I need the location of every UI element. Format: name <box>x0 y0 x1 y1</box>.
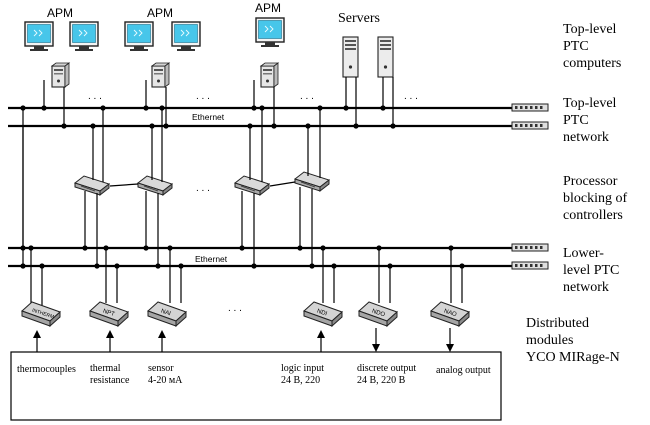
servers-label: Servers <box>338 11 380 26</box>
workstation-tower-icon <box>151 62 170 88</box>
ellipsis-top-4: . . . <box>404 91 418 102</box>
module-tag-ndo: NDO <box>371 309 386 319</box>
label-thermal-1: thermal <box>90 363 121 374</box>
module-tag-nao: NAO <box>443 309 458 319</box>
label-discrete-2: 24 В, 220 В <box>357 375 406 386</box>
label-thermal-2: resistance <box>90 375 130 386</box>
label-sensor-1: sensor <box>148 363 174 374</box>
apm-label-2: APM <box>147 6 173 20</box>
network-hub-icon <box>511 121 549 130</box>
lower-network-buses: Ethernet <box>8 243 549 270</box>
monitor-icon <box>24 21 54 52</box>
label-lower-network-1: Lower- <box>563 246 604 261</box>
top-network-buses: Ethernet <box>8 103 549 130</box>
module-drops <box>28 245 465 306</box>
label-top-network-3: network <box>563 130 609 145</box>
server-icon <box>342 36 359 78</box>
label-top-network-2: PTC <box>563 113 589 128</box>
top-drops <box>20 77 396 129</box>
network-hub-icon <box>511 261 549 270</box>
label-modules-1: Distributed <box>526 316 589 331</box>
label-processor-3: controllers <box>563 208 623 223</box>
module-nao: NAO <box>430 301 470 327</box>
workstation-tower-icon <box>51 62 70 88</box>
top-ethernet-label: Ethernet <box>192 112 225 122</box>
apm-group-3: APM <box>255 1 285 88</box>
network-hub-icon <box>511 243 549 252</box>
monitor-icon <box>171 21 201 52</box>
ellipsis-modules: . . . <box>228 303 242 314</box>
apm-label-1: APM <box>47 6 73 20</box>
controller-switch-icon <box>74 175 110 196</box>
label-top-computers-3: computers <box>563 56 621 71</box>
module-tag-npt: NPT <box>102 309 116 319</box>
field-labels: thermocouples thermal resistance sensor … <box>17 363 491 386</box>
field-signals-box <box>10 328 502 421</box>
module-nai: NAI <box>147 301 187 327</box>
module-tag-ndi: NDI <box>316 309 328 318</box>
apm-group-2: APM <box>124 6 201 88</box>
server-icon <box>377 36 394 78</box>
servers-group: Servers <box>338 11 394 78</box>
network-hub-icon <box>511 103 549 112</box>
label-top-computers-2: PTC <box>563 39 589 54</box>
monitor-icon <box>255 17 285 48</box>
label-lower-network-2: level PTC <box>563 263 619 278</box>
monitor-icon <box>69 21 99 52</box>
lower-ethernet-label: Ethernet <box>195 254 228 264</box>
ellipsis-mid: . . . <box>196 183 210 194</box>
controller-switches: . . . <box>74 105 330 269</box>
module-intherm: INTHERM <box>21 301 61 327</box>
apm-group-1: APM <box>24 6 99 88</box>
label-logic-1: logic input <box>281 363 324 374</box>
ellipsis-top-1: . . . <box>88 91 102 102</box>
ellipsis-top-3: . . . <box>300 91 314 102</box>
label-lower-network-3: network <box>563 280 609 295</box>
monitor-icon <box>124 21 154 52</box>
module-npt: NPT <box>89 301 129 327</box>
label-analog: analog output <box>436 365 491 376</box>
label-discrete-1: discrete output <box>357 363 416 374</box>
ellipsis-top-2: . . . <box>196 91 210 102</box>
module-ndo: NDO <box>358 301 398 327</box>
module-tag-nai: NAI <box>160 309 172 318</box>
label-processor-1: Processor <box>563 174 618 189</box>
label-modules-3: YCO MIRage-N <box>526 350 620 365</box>
module-ndi: NDI <box>303 301 343 327</box>
label-logic-2: 24 В, 220 <box>281 375 320 386</box>
controller-switch-icon <box>137 175 173 196</box>
workstation-tower-icon <box>260 62 279 88</box>
label-modules-2: modules <box>526 333 573 348</box>
label-top-network-1: Top-level <box>563 96 617 111</box>
label-top-computers-1: Top-level <box>563 22 617 37</box>
controller-switch-icon <box>234 175 270 196</box>
level-labels: Top-level PTC computers Top-level PTC ne… <box>526 22 627 365</box>
apm-label-3: APM <box>255 1 281 15</box>
label-sensor-2: 4-20 мА <box>148 375 183 386</box>
label-thermocouples: thermocouples <box>17 364 76 375</box>
label-processor-2: blocking of <box>563 191 627 206</box>
distributed-modules: INTHERM NPT NAI NDI NDO NAO . . . <box>21 301 470 327</box>
